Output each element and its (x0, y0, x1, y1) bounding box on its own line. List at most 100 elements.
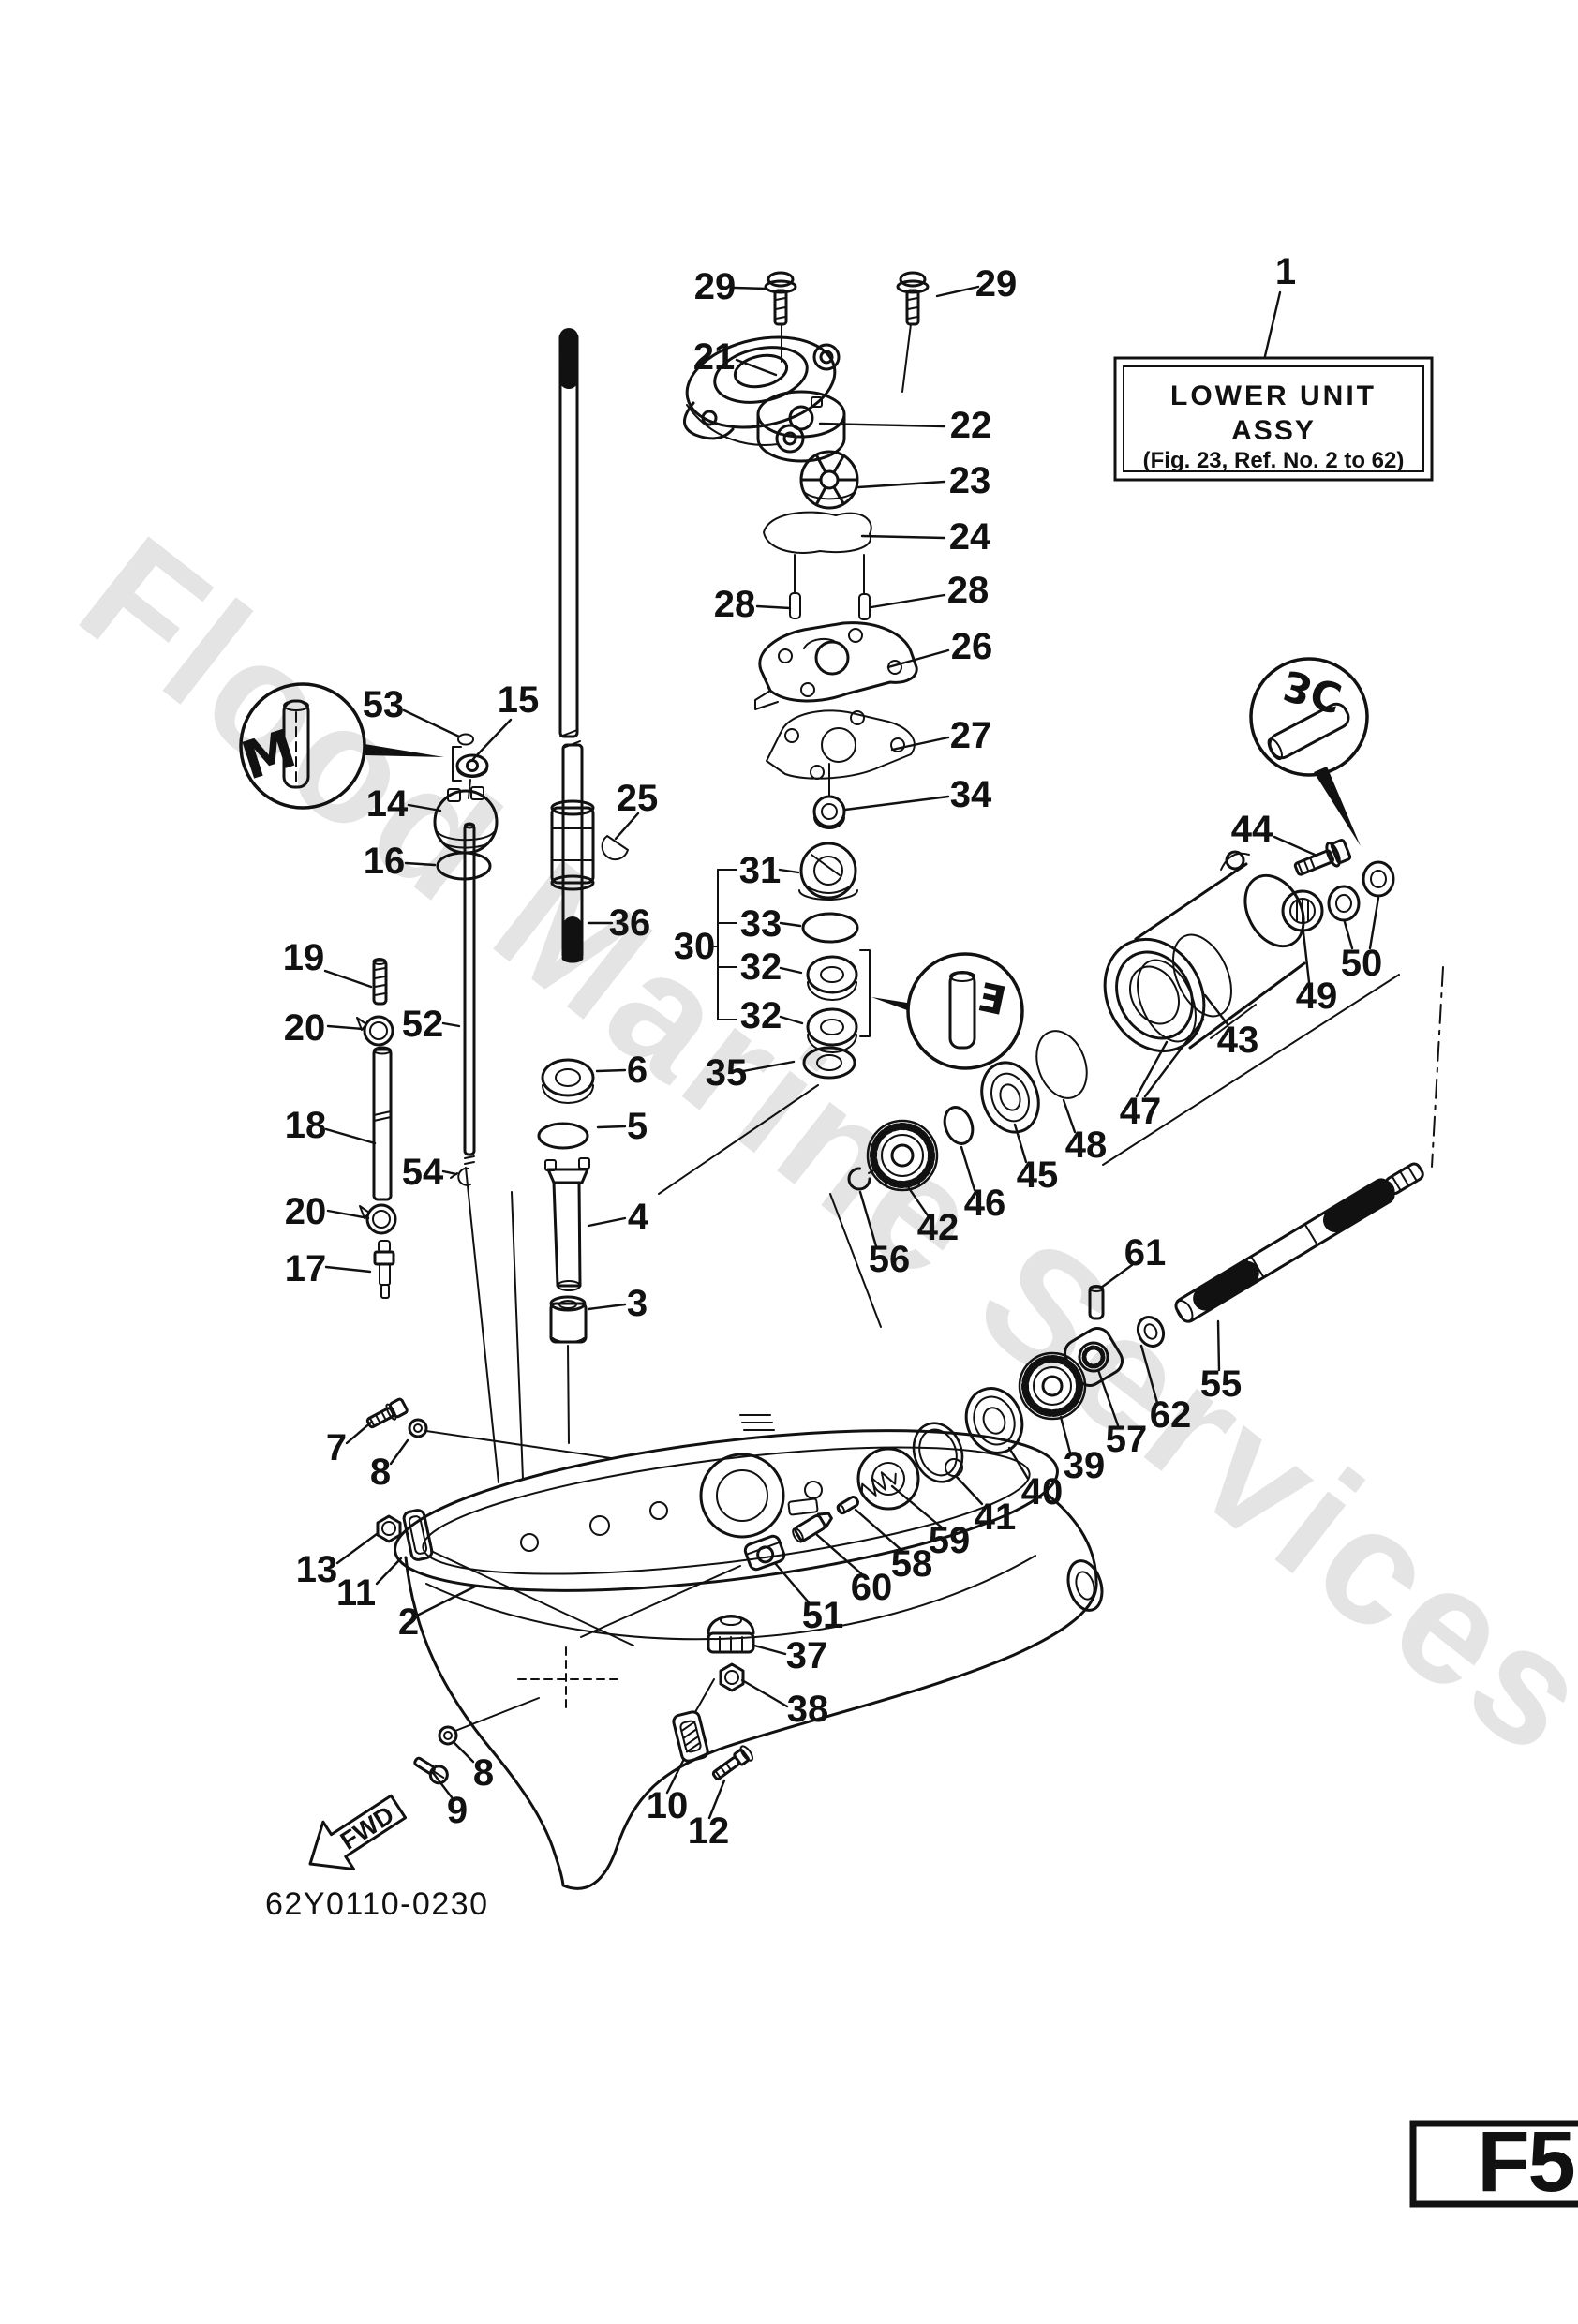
driveshaft (550, 328, 595, 963)
washer-46 (943, 1106, 975, 1145)
group-bracket-32 (859, 949, 907, 1037)
callout-14: 14 (366, 783, 409, 825)
page-code: F5 (1477, 2114, 1573, 2210)
leader-line-28 (755, 604, 792, 610)
leader-line-15 (471, 718, 513, 761)
leader-line-47 (1143, 1018, 1205, 1098)
bearing-housing-31 (798, 842, 858, 901)
leader-line-8 (389, 1438, 409, 1466)
leader-line-41 (954, 1474, 984, 1506)
leader-line-11 (375, 1557, 403, 1586)
leader-line-42 (907, 1186, 930, 1217)
callout-38: 38 (787, 1689, 829, 1730)
callout-10: 10 (647, 1785, 689, 1826)
bearing-40 (964, 1387, 1024, 1454)
leader-line-32 (779, 966, 803, 975)
callout-31: 31 (739, 850, 782, 891)
magnifier-woodruff-key (239, 682, 462, 810)
pin-58 (836, 1496, 860, 1515)
fwd-arrow-label: FWD (335, 1800, 399, 1855)
bearing-32-upper (806, 955, 858, 1001)
callout-34: 34 (950, 774, 992, 815)
callout-53: 53 (363, 684, 405, 725)
propeller-shaft-55 (1174, 1162, 1424, 1323)
leader-line-2 (417, 1585, 477, 1616)
callout-24: 24 (949, 516, 991, 558)
callout-2: 2 (398, 1601, 419, 1643)
callout-3: 3 (627, 1283, 648, 1324)
leader-line-9 (432, 1772, 454, 1799)
leader-line-7 (345, 1420, 374, 1445)
seal-50-inner (1327, 885, 1361, 922)
callout-35: 35 (706, 1052, 748, 1094)
callout-9: 9 (447, 1790, 468, 1831)
title-line-3: (Fig. 23, Ref. No. 2 to 62) (1143, 448, 1405, 473)
leader-line-29 (733, 286, 768, 290)
oring-33 (801, 912, 859, 944)
leader-line-45 (1013, 1123, 1028, 1164)
collar-15 (455, 753, 489, 778)
callout-7: 7 (326, 1427, 347, 1468)
leader-line-37 (752, 1644, 787, 1656)
forward-gear-39 (1018, 1351, 1087, 1421)
leader-line-52 (441, 1021, 461, 1028)
callout-8: 8 (370, 1452, 391, 1493)
callout-12: 12 (688, 1810, 730, 1852)
callout-33: 33 (740, 903, 782, 945)
leader-line-18 (324, 1127, 377, 1145)
callout-30: 30 (674, 926, 716, 967)
callout-46: 46 (964, 1183, 1006, 1224)
screw-44 (1293, 839, 1352, 876)
leader-line-32 (779, 1015, 804, 1025)
washer-62 (1136, 1315, 1166, 1348)
leader-line-43 (1203, 993, 1229, 1026)
fwd-arrow: FWD (308, 1794, 408, 1871)
nut-38 (719, 1662, 745, 1692)
leader-line-17 (324, 1265, 372, 1274)
callout-52: 52 (402, 1004, 444, 1045)
leader-line-25 (614, 812, 640, 841)
callout-1: 1 (1275, 251, 1296, 292)
sleeve-49 (1281, 889, 1324, 932)
leader-line-24 (860, 534, 946, 540)
callout-20: 20 (285, 1191, 327, 1232)
leader-line-27 (890, 736, 950, 752)
callout-19: 19 (283, 937, 325, 978)
leader-line-47 (1135, 1040, 1169, 1098)
callout-26: 26 (951, 626, 993, 667)
leader-line-56 (858, 1190, 878, 1248)
mount-bracket-10 (672, 1710, 709, 1763)
callout-44: 44 (1231, 809, 1273, 850)
oil-seal (812, 795, 846, 829)
leader-line-50 (1343, 920, 1354, 950)
washer-8-upper (408, 1418, 428, 1438)
callout-27: 27 (950, 715, 992, 756)
clamp-20-upper (356, 1015, 394, 1047)
outer-plate (754, 621, 918, 710)
construction-lines (425, 323, 1444, 1732)
magnifier-bearing-pin-glyph: Ǝ (974, 974, 1009, 1024)
leader-line-20 (326, 1024, 365, 1031)
leader-line-13 (335, 1532, 379, 1565)
oring-5 (537, 1122, 589, 1150)
callout-56: 56 (869, 1239, 911, 1280)
fitting-17 (373, 1240, 395, 1299)
screw-9 (413, 1756, 449, 1785)
dowel-pin-left (789, 592, 801, 619)
callout-36: 36 (609, 902, 651, 944)
oring-48 (1035, 1030, 1088, 1099)
callout-43: 43 (1217, 1020, 1259, 1061)
callout-5: 5 (627, 1106, 648, 1147)
leader-line-60 (815, 1533, 864, 1576)
cap-nut-37 (707, 1615, 755, 1654)
woodruff-key-25 (601, 835, 629, 861)
leader-line-22 (818, 422, 946, 428)
bushing-3 (549, 1295, 588, 1344)
sleeve-4 (544, 1157, 590, 1291)
leader-line-26 (886, 648, 950, 669)
callout-20: 20 (284, 1007, 326, 1049)
spring-59 (860, 1471, 897, 1497)
drawing-number: 62Y0110-0230 (265, 1886, 489, 1922)
callout-18: 18 (285, 1105, 327, 1146)
